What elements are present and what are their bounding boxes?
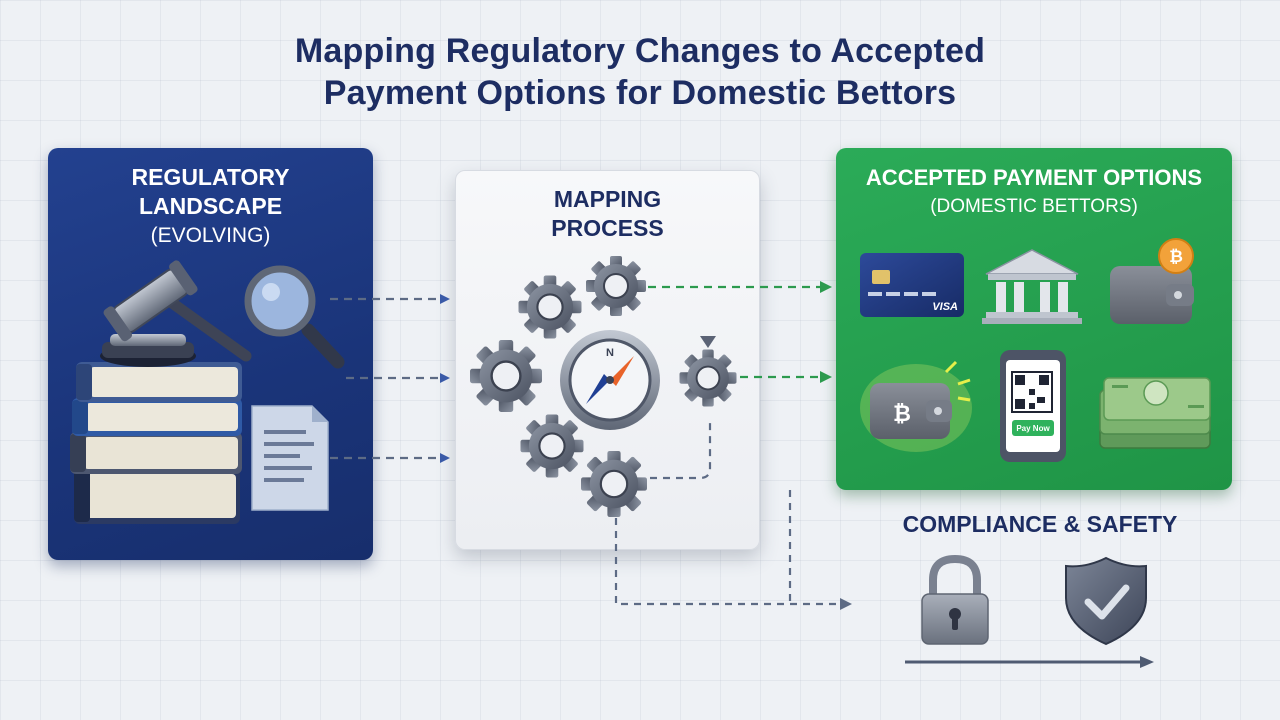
compliance-heading: Compliance & Safety <box>902 511 1178 537</box>
pay-now-button-label: Pay Now <box>1016 424 1050 433</box>
credit-card-icon: VISA <box>860 253 964 317</box>
svg-text:₿: ₿ <box>893 401 911 426</box>
mapping-heading-line-1: Mapping <box>553 186 662 212</box>
regulatory-heading: Regulatory Landscape <box>48 163 373 221</box>
mapping-heading: Mapping Process <box>455 185 760 243</box>
payments-heading: Accepted Payment Options <box>865 165 1203 190</box>
arrows-to-mapping <box>330 294 450 463</box>
gear-icon <box>468 255 738 519</box>
shield-check-icon <box>1065 556 1147 646</box>
page-title: Mapping Regulatory Changes to Accepted P… <box>0 30 1280 114</box>
mobile-qr-icon: Pay Now <box>1000 350 1066 462</box>
card-brand-label: VISA <box>932 301 958 313</box>
arrows-to-payments <box>648 281 832 383</box>
title-line-1: Mapping Regulatory Changes to Accepted <box>294 32 986 70</box>
document-icon <box>251 405 329 511</box>
regulatory-heading-line-2: Landscape <box>138 193 283 219</box>
books-icon <box>70 362 242 524</box>
bank-icon <box>982 249 1082 324</box>
svg-text:₿: ₿ <box>1169 247 1183 266</box>
arrows-to-compliance <box>614 418 1154 668</box>
padlock-icon <box>921 554 989 645</box>
regulatory-heading-line-1: Regulatory <box>131 164 290 190</box>
magnifier-icon <box>244 265 345 369</box>
crypto-wallet-icon: ₿ <box>860 360 972 452</box>
payments-subheading: (Domestic Bettors) <box>930 196 1138 217</box>
compass-icon: N <box>560 330 660 430</box>
title-line-2: Payment Options for Domestic Bettors <box>323 74 957 112</box>
regulatory-subheading: (Evolving) <box>150 224 271 247</box>
wallet-bitcoin-icon: ₿ <box>1110 238 1194 324</box>
gavel-icon <box>100 260 252 367</box>
mapping-heading-line-2: Process <box>551 215 664 241</box>
cash-icon <box>1099 377 1211 449</box>
svg-text:N: N <box>606 347 614 359</box>
